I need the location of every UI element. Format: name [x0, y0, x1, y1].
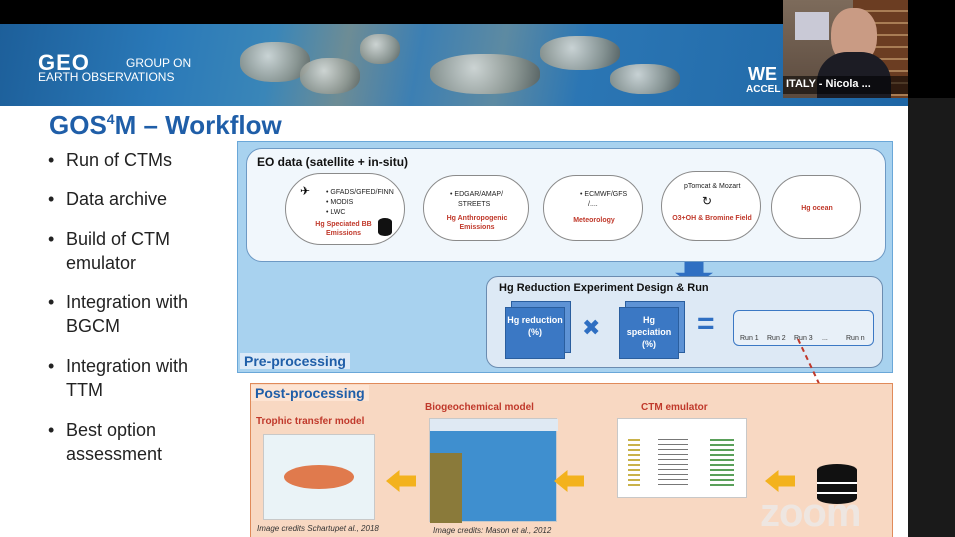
trophic-credit: Image credits Schartupet al., 2018 [257, 524, 379, 533]
cloud-anthropogenic: • EDGAR/AMAP/ STREETS Hg Anthropogenic E… [423, 175, 529, 241]
satellite-icon: ✈ [300, 184, 311, 198]
slide-title: GOS4M – Workflow [49, 110, 282, 140]
biogeochemical-model-image [429, 418, 558, 523]
geo-logo: GEO [38, 50, 90, 75]
post-processing-label: Post-processing [251, 385, 369, 401]
left-arrow-icon [765, 470, 795, 492]
run-label: Run n [846, 335, 865, 342]
eo-data-title: EO data (satellite + in-situ) [257, 155, 409, 169]
post-processing-panel: Post-processing Trophic transfer model I… [250, 383, 893, 537]
zoom-watermark: zoom [760, 491, 861, 535]
cloud-hg-ocean: Hg ocean [771, 175, 861, 239]
hg-experiment-title: Hg Reduction Experiment Design & Run [499, 282, 709, 294]
run-label: Run 1 [740, 335, 759, 342]
pre-processing-panel: EO data (satellite + in-situ) • GFADS/GF… [237, 141, 893, 373]
left-arrow-icon [386, 470, 416, 492]
participant-name: ITALY - Nicola ... [783, 76, 908, 94]
run-label: Run 3 [794, 335, 813, 342]
hg-experiment-box: Hg Reduction Experiment Design & Run Hg … [486, 276, 883, 368]
shared-slide: GEO GROUP ON EARTH OBSERVATIONS WE ACCEL… [0, 24, 908, 537]
ctm-emulator-title: CTM emulator [641, 402, 708, 413]
pre-processing-label: Pre-processing [240, 353, 350, 369]
multiply-sign: ✖ [582, 315, 601, 340]
eo-data-box: EO data (satellite + in-situ) • GFADS/GF… [246, 148, 886, 262]
hg-speciation-box: Hg speciation (%) [619, 307, 679, 359]
participant-video-tile[interactable]: ITALY - Nicola ... [783, 0, 908, 98]
cloud-bb-emissions: • GFADS/GFED/FINN • MODIS • LWC Hg Speci… [285, 173, 405, 245]
ctm-emulator-image [617, 418, 747, 498]
database-icon [817, 464, 857, 504]
right-side-bar [908, 98, 955, 537]
cloud-meteorology: • ECMWF/GFS /.... Meteorology [543, 175, 643, 241]
trophic-model-image [263, 434, 375, 520]
geo-org-name: GROUP ON EARTH OBSERVATIONS [38, 56, 192, 84]
run-label: Run 2 [767, 335, 786, 342]
database-icon [378, 218, 392, 236]
trophic-model-title: Trophic transfer model [256, 416, 365, 427]
hg-reduction-box: Hg reduction (%) [505, 307, 565, 359]
run-label: ... [822, 335, 828, 342]
slide-banner: GEO GROUP ON EARTH OBSERVATIONS WE ACCEL [0, 24, 908, 106]
equals-sign: = [697, 307, 715, 340]
runs-box: Run 1 Run 2 Run 3 ... Run n [733, 310, 874, 346]
cloud-bromine: pTomcat & Mozart ↻ O3+OH & Bromine Field [661, 171, 761, 241]
biogeochemical-model-title: Biogeochemical model [425, 402, 534, 413]
cycle-arrows-icon: ↻ [702, 194, 713, 208]
banner-right-subtext: ACCEL [746, 84, 781, 95]
biogeochemical-credit: Image credits: Mason et al., 2012 [433, 526, 552, 535]
left-arrow-icon [554, 470, 584, 492]
banner-right-text: WE [748, 64, 777, 84]
